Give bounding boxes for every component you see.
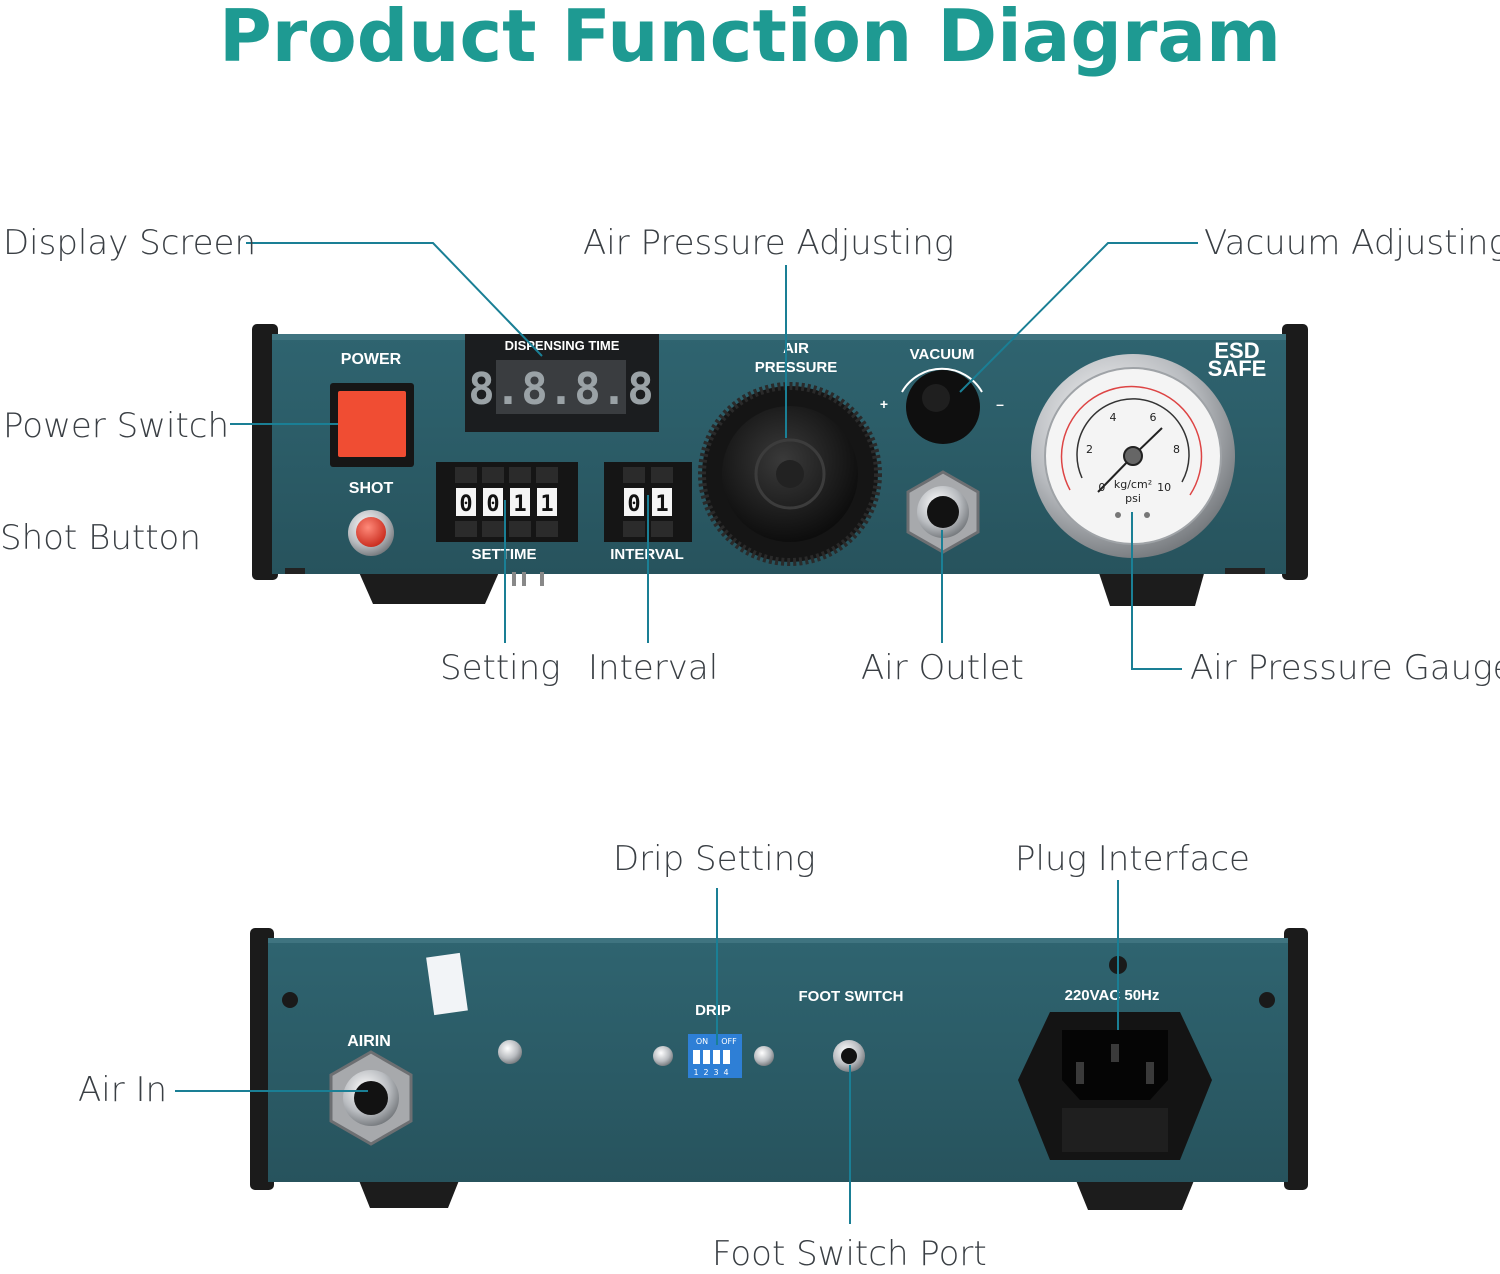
settime-minus-button-2[interactable] [482,467,504,483]
settime-digit-3: 1 [513,492,526,517]
dip-lever-4[interactable] [723,1050,730,1064]
dip-lever-3[interactable] [713,1050,720,1064]
gauge-tick-2: 2 [1086,443,1093,456]
rear-sticker [426,952,468,1016]
power-caption: POWER [341,351,402,368]
settime-digit-window-2 [483,488,503,516]
gauge-tick-8: 8 [1173,443,1180,456]
display-screen [496,360,626,414]
front-left-foot [358,570,500,604]
settime-digit-window-3 [510,488,530,516]
front-right-endcap [1282,324,1308,580]
front-right-foot [1098,570,1205,606]
safe-text: SAFE [1208,356,1267,381]
label-air-pressure-adjusting: Air Pressure Adjusting [583,223,955,263]
pressure-caption: PRESSURE [755,359,838,376]
settime-digit-window-4 [537,488,557,516]
dispensing-time-caption: DISPENSING TIME [505,338,620,353]
settime-digit-window-1 [456,488,476,516]
label-air-pressure-gauge: Air Pressure Gauge [1190,648,1500,688]
foot-switch-caption: FOOT SWITCH [799,988,904,1005]
leader-air-pressure-gauge [1131,512,1182,670]
interval-digit-2: 1 [655,492,668,517]
front-left-endcap [252,324,278,580]
settime-minus-button-1[interactable] [455,467,477,483]
interval-digit-1: 0 [627,492,640,517]
display-digits: 8.8.8.8 [468,364,653,415]
interval-plus-button-1[interactable] [623,521,645,537]
esd-text: ESD [1214,338,1259,363]
leader-vacuum-adjusting [959,242,1198,393]
label-plug-interface: Plug Interface [1015,839,1250,879]
shot-caption: SHOT [349,480,394,497]
settime-minus-button-3[interactable] [509,467,531,483]
label-power-switch: Power Switch [3,406,230,446]
gauge-tick-10: 10 [1157,481,1171,494]
settime-digit-4: 1 [540,492,553,517]
drip-caption: DRIP [695,1002,731,1019]
foot-switch-port[interactable] [841,1048,857,1064]
power-rating-caption: 220VAC 50Hz [1065,987,1160,1004]
vacuum-minus: – [996,396,1004,412]
label-interval: Interval [588,648,719,688]
gauge-tick-6: 6 [1150,411,1157,424]
vacuum-plus: + [880,396,888,412]
leader-display-screen [246,242,543,357]
interval-minus-button-1[interactable] [623,467,645,483]
settime-plus-button-2[interactable] [482,521,504,537]
page-title: Product Function Diagram [218,0,1282,78]
power-switch[interactable] [338,391,406,457]
air-outlet[interactable] [927,496,959,528]
dip-on-label: ON [696,1037,708,1046]
settime-digit-2: 0 [486,492,499,517]
settime-digit-1: 0 [459,492,472,517]
dip-number-3: 3 [713,1068,718,1077]
leader-lines [175,242,1198,1224]
interval-plus-button-2[interactable] [651,521,673,537]
dip-number-1: 1 [693,1068,698,1077]
label-drip-setting: Drip Setting [613,839,816,879]
label-air-in: Air In [78,1070,168,1110]
dip-number-2: 2 [703,1068,708,1077]
air-caption: AIR [783,340,809,357]
settime-plus-button-3[interactable] [509,521,531,537]
airin-caption: AIRIN [347,1033,391,1050]
rear-right-endcap [1284,928,1308,1190]
label-shot-button: Shot Button [0,518,201,558]
label-setting: Setting [440,648,561,688]
rear-left-foot [358,1178,460,1208]
gauge-tick-4: 4 [1110,411,1117,424]
label-vacuum-adjusting: Vacuum Adjusting [1204,223,1500,263]
label-display-screen: Display Screen [3,223,257,263]
vacuum-caption: VACUUM [910,346,975,363]
fuse-drawer[interactable] [1062,1108,1168,1152]
dip-lever-1[interactable] [693,1050,700,1064]
label-air-outlet: Air Outlet [861,648,1024,688]
gauge-unit: kg/cm² [1114,478,1152,491]
interval-digit-window-2 [652,488,672,516]
dip-number-4: 4 [723,1068,728,1077]
shot-button[interactable] [356,517,386,547]
plug-interface[interactable] [1062,1030,1168,1100]
air-in-port[interactable] [354,1081,388,1115]
interval-digit-window-1 [624,488,644,516]
vacuum-arc [901,367,983,393]
settime-minus-button-4[interactable] [536,467,558,483]
settime-plus-button-4[interactable] [536,521,558,537]
interval-minus-button-2[interactable] [651,467,673,483]
dip-off-label: OFF [721,1037,737,1046]
rear-right-foot [1075,1178,1195,1210]
dip-lever-2[interactable] [703,1050,710,1064]
settime-plus-button-1[interactable] [455,521,477,537]
label-foot-switch-port: Foot Switch Port [712,1234,987,1274]
gauge-psi: psi [1125,492,1141,505]
